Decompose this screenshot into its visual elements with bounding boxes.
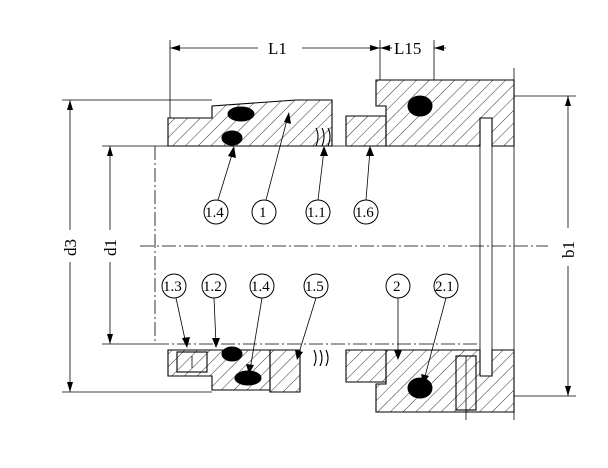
callout-1-3: 1.3	[161, 273, 190, 348]
label-b1: b1	[559, 241, 578, 258]
o-ring-top-2	[221, 130, 243, 146]
label-d1: d1	[101, 239, 120, 256]
seal-ring-top	[167, 99, 333, 147]
shaft-outline	[154, 145, 480, 345]
o-ring-top-3	[407, 95, 433, 117]
gland-top	[375, 79, 515, 147]
set-screw-box	[176, 351, 208, 373]
label-d3: d3	[61, 239, 80, 256]
stationary-ring-bottom	[345, 349, 387, 383]
callout-1-6: 1.6	[353, 146, 379, 225]
label-L1: L1	[268, 39, 287, 58]
svg-text:1: 1	[259, 205, 267, 221]
dim-d1: d1	[101, 145, 155, 345]
dim-b1: b1	[514, 95, 578, 397]
svg-text:1.4: 1.4	[251, 279, 270, 295]
callout-1-1: 1.1	[305, 146, 331, 225]
label-L15: L15	[394, 39, 421, 58]
svg-text:1.6: 1.6	[355, 205, 374, 221]
svg-text:2.1: 2.1	[435, 279, 454, 295]
spring-top	[315, 127, 331, 147]
callout-2: 2	[385, 273, 411, 360]
gland-bottom	[375, 349, 515, 413]
callout-1-2: 1.2	[201, 273, 227, 348]
svg-text:1.3: 1.3	[163, 279, 182, 295]
collar-bottom	[269, 349, 301, 393]
dim-L1: L1	[169, 39, 381, 118]
o-ring-bottom-3	[407, 377, 433, 399]
dim-L15: L15	[380, 39, 446, 80]
o-ring-bottom-1	[221, 346, 243, 362]
callout-1: 1	[251, 112, 291, 225]
callout-1-4-bottom: 1.4	[246, 273, 275, 374]
o-ring-bottom-2	[234, 370, 262, 386]
spring-bottom	[313, 349, 329, 367]
dim-d3: d3	[61, 99, 212, 393]
svg-text:1.2: 1.2	[203, 279, 222, 295]
svg-text:1.5: 1.5	[305, 279, 324, 295]
svg-text:1.4: 1.4	[205, 205, 224, 221]
svg-text:2: 2	[393, 279, 401, 295]
callout-1-5: 1.5	[295, 273, 329, 360]
callout-1-4-top: 1.4	[203, 146, 236, 225]
callout-2-1: 2.1	[421, 273, 459, 384]
svg-text:1.1: 1.1	[307, 205, 326, 221]
stationary-ring-top	[345, 115, 387, 147]
o-ring-top-1	[227, 106, 255, 122]
